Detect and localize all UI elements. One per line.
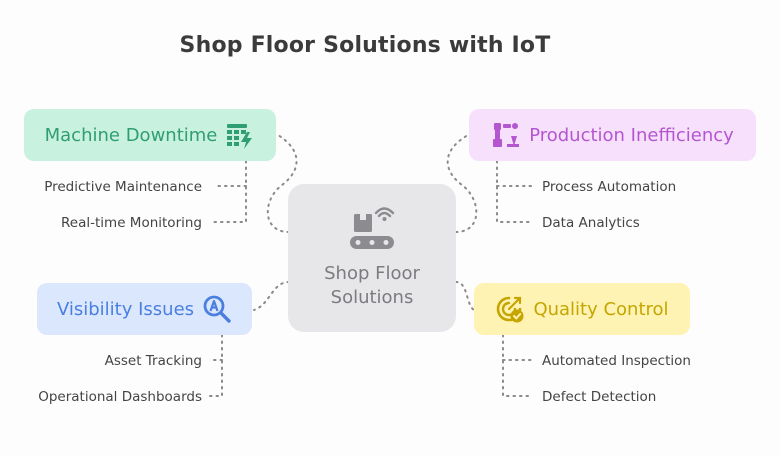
conveyor-iot-icon [346, 204, 398, 258]
connector-leaf-realtime-monitoring [213, 160, 247, 223]
branch-label: Visibility Issues [56, 298, 195, 320]
connector-leaf-operational-dashboards [209, 334, 223, 397]
leaf-predictive-maintenance: Predictive Maintenance [44, 179, 202, 195]
leaf-defect-detection: Defect Detection [542, 389, 657, 405]
center-node: Shop Floor Solutions [288, 184, 456, 332]
branch-visibility-issues: Visibility Issues [37, 283, 252, 335]
leaf-asset-tracking: Asset Tracking [104, 353, 202, 369]
connector-center-visibility-issues [253, 281, 290, 311]
quality-check-icon [495, 294, 525, 324]
branch-production-inefficiency: Production Inefficiency [469, 109, 756, 161]
leaf-automated-inspection: Automated Inspection [542, 353, 691, 369]
leaf-data-analytics: Data Analytics [542, 215, 640, 231]
branch-label: Production Inefficiency [529, 124, 734, 146]
center-label-line1: Shop Floor [324, 263, 420, 284]
page-title: Shop Floor Solutions with IoT [179, 33, 551, 58]
branch-label: Machine Downtime [44, 124, 218, 146]
center-label-line2: Solutions [330, 287, 414, 308]
branch-label: Quality Control [533, 298, 669, 320]
leaf-process-automation: Process Automation [542, 179, 677, 195]
connector-center-machine-downtime [266, 134, 298, 233]
connector-leaf-defect-detection [502, 334, 533, 397]
branch-machine-downtime: Machine Downtime [24, 109, 276, 161]
search-asset-icon [202, 294, 232, 324]
branch-quality-control: Quality Control [474, 283, 690, 335]
spreadsheet-bolt-icon [225, 120, 255, 150]
connector-center-production-inefficiency [446, 134, 478, 233]
leaf-realtime-monitoring: Real-time Monitoring [61, 215, 202, 231]
connector-leaf-data-analytics [496, 160, 533, 223]
robot-arm-icon [491, 120, 521, 150]
connector-center-quality-control [455, 281, 475, 311]
leaf-operational-dashboards: Operational Dashboards [38, 389, 202, 405]
